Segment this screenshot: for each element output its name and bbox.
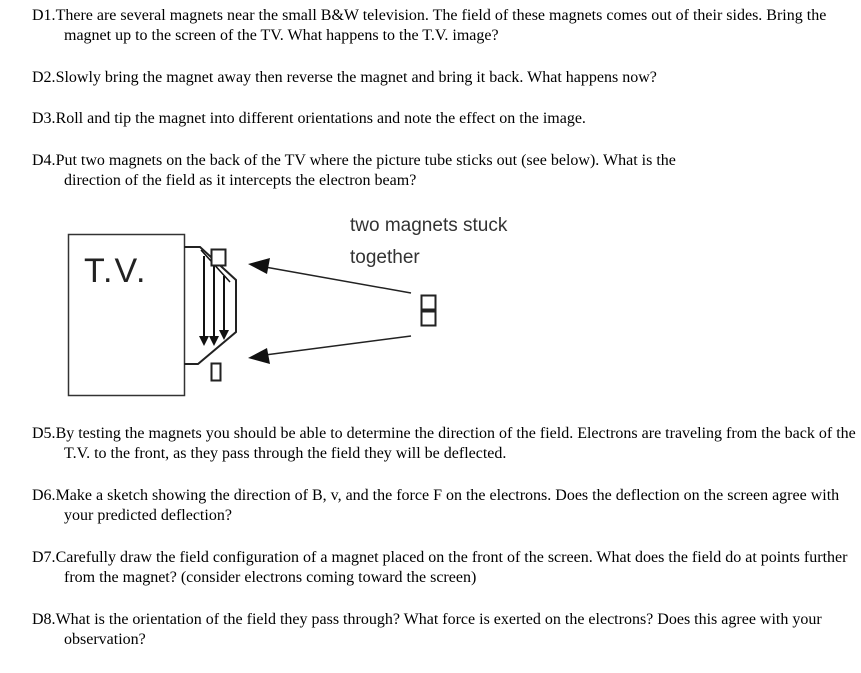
question-text: By testing the magnets you should be abl… — [55, 425, 856, 462]
pointer-arrow-bottom — [264, 335, 412, 356]
diagram-caption-line1: two magnets stuck — [350, 215, 508, 236]
diagram-caption-line2: together — [350, 247, 420, 268]
question-number: D4. — [32, 152, 56, 169]
question-number: D2. — [32, 69, 56, 86]
stacked-magnet-lower — [420, 310, 437, 327]
question-d8: D8.What is the orientation of the field … — [32, 610, 861, 650]
question-d3: D3.Roll and tip the magnet into differen… — [32, 109, 861, 129]
question-text: Carefully draw the field configuration o… — [55, 549, 848, 586]
field-arrow-head — [199, 336, 209, 346]
question-number: D5. — [32, 425, 56, 442]
question-text: Make a sketch showing the direction of B… — [55, 487, 840, 524]
tv-label: T.V. — [84, 252, 147, 290]
magnet-top — [210, 248, 227, 267]
question-number: D3. — [32, 110, 56, 127]
picture-tube — [184, 246, 237, 365]
tv-box — [67, 233, 186, 397]
question-text: Slowly bring the magnet away then revers… — [55, 69, 657, 86]
question-d2: D2.Slowly bring the magnet away then rev… — [32, 68, 861, 88]
question-number: D6. — [32, 487, 56, 504]
question-d1: D1.There are several magnets near the sm… — [32, 6, 861, 46]
question-text: Roll and tip the magnet into different o… — [55, 110, 586, 127]
question-d4: D4.Put two magnets on the back of the TV… — [32, 151, 704, 191]
question-number: D1. — [32, 7, 56, 24]
pointer-arrow-top — [264, 266, 412, 294]
pointer-arrowhead-bottom — [248, 348, 270, 364]
question-number: D8. — [32, 611, 56, 628]
question-number: D7. — [32, 549, 56, 566]
question-d6: D6.Make a sketch showing the direction o… — [32, 486, 861, 526]
question-d7: D7.Carefully draw the field configuratio… — [32, 548, 861, 588]
field-arrow-head — [219, 330, 229, 340]
question-text: There are several magnets near the small… — [55, 7, 827, 44]
question-text: What is the orientation of the field the… — [55, 611, 822, 648]
magnet-bottom — [210, 362, 222, 382]
tv-magnet-diagram: T.V. two magnets stuck together — [67, 215, 508, 397]
question-d5: D5.By testing the magnets you should be … — [32, 424, 861, 464]
stacked-magnet-upper — [420, 294, 437, 311]
question-text: Put two magnets on the back of the TV wh… — [55, 152, 676, 189]
field-arrow-head — [209, 336, 219, 346]
pointer-arrowhead-top — [248, 258, 270, 274]
